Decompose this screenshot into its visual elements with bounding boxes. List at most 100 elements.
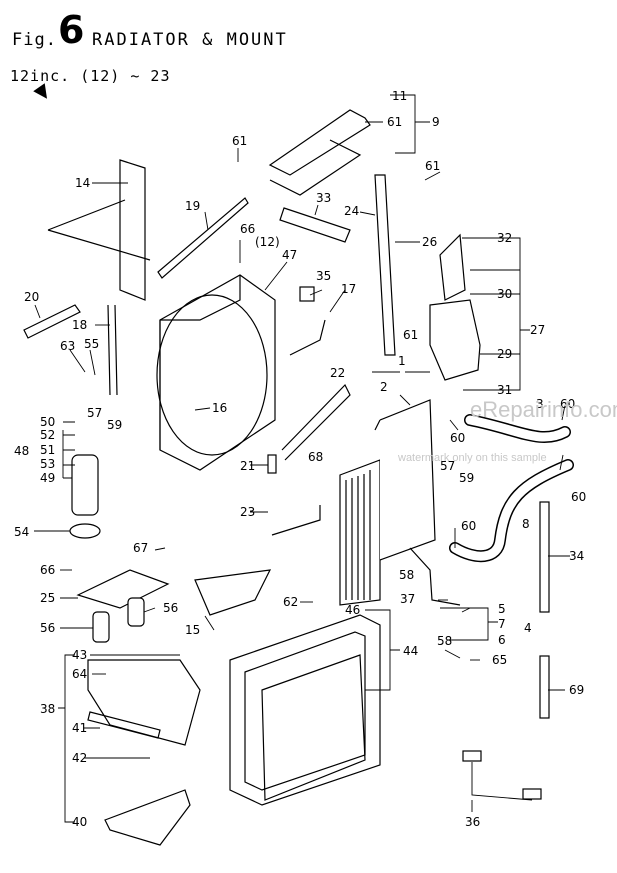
part-label: 47 xyxy=(282,248,297,262)
filter-bracket xyxy=(76,569,170,609)
part-label: 15 xyxy=(185,623,200,637)
part-label: 23 xyxy=(240,505,255,519)
part-label: 31 xyxy=(497,383,512,397)
part-label: 11 xyxy=(392,89,407,103)
rubber-strip-short xyxy=(539,655,550,719)
part-label: 34 xyxy=(569,549,584,563)
part-label: 69 xyxy=(569,683,584,697)
clamp-ring xyxy=(69,523,101,539)
part-label: 65 xyxy=(492,653,507,667)
part-label: 7 xyxy=(498,617,506,631)
part-label: 59 xyxy=(459,471,474,485)
pipe-c xyxy=(107,304,118,396)
radiator-frame xyxy=(229,614,381,806)
part-label: 19 xyxy=(185,199,200,213)
part-label: 61 xyxy=(232,134,247,148)
pipe-d xyxy=(289,319,326,356)
guard-plate xyxy=(194,569,272,616)
part-label: 27 xyxy=(530,323,545,337)
side-panel xyxy=(119,159,146,301)
part-label: 17 xyxy=(341,282,356,296)
figure-prefix: Fig. xyxy=(12,30,57,50)
part-label: 29 xyxy=(497,347,512,361)
part-label: 6 xyxy=(498,633,506,647)
cushion-a xyxy=(462,750,482,762)
seal-strip xyxy=(157,197,249,279)
arrow-down-left-icon xyxy=(33,83,53,103)
part-label: 42 xyxy=(72,751,87,765)
part-label: 35 xyxy=(316,269,331,283)
part-label: 62 xyxy=(283,595,298,609)
part-label: 49 xyxy=(40,471,55,485)
pipe-b xyxy=(271,505,321,536)
part-label: 14 xyxy=(75,176,90,190)
part-label: 50 xyxy=(40,415,55,429)
part-label: 9 xyxy=(432,115,440,129)
part-label: 51 xyxy=(40,443,55,457)
part-label: 57 xyxy=(440,459,455,473)
fuel-filter-b xyxy=(127,597,145,627)
reserve-tank xyxy=(429,233,481,381)
part-label: 60 xyxy=(571,490,586,504)
part-label: 61 xyxy=(425,159,440,173)
part-label: 56 xyxy=(40,621,55,635)
part-label: 61 xyxy=(403,328,418,342)
receiver-drier xyxy=(71,454,99,516)
part-label: 8 xyxy=(522,517,530,531)
part-label: 68 xyxy=(308,450,323,464)
part-label: 20 xyxy=(24,290,39,304)
part-label: 58 xyxy=(399,568,414,582)
figure-title: RADIATOR & MOUNT xyxy=(92,30,288,50)
part-label: 43 xyxy=(72,648,87,662)
part-label: 18 xyxy=(72,318,87,332)
part-label: 60 xyxy=(461,519,476,533)
fan-shroud xyxy=(156,274,276,471)
part-label: 53 xyxy=(40,457,55,471)
part-label: 2 xyxy=(380,380,388,394)
part-label: 52 xyxy=(40,428,55,442)
figure-header: Fig. 6 RADIATOR & MOUNT 12inc. (12) ~ 23 xyxy=(0,0,617,110)
lower-shroud xyxy=(87,659,201,846)
part-label: 66 xyxy=(40,563,55,577)
rubber-strip xyxy=(539,501,550,613)
drain-line xyxy=(409,547,461,606)
part-label: 22 xyxy=(330,366,345,380)
pad-block xyxy=(299,286,315,302)
tank-stay xyxy=(374,174,396,356)
part-label: 54 xyxy=(14,525,29,539)
spacer-block xyxy=(267,454,277,474)
part-label: 66 xyxy=(240,222,255,236)
part-label: 26 xyxy=(422,235,437,249)
radiator-core xyxy=(339,399,436,606)
part-label: (12) xyxy=(255,235,280,249)
part-label: 48 xyxy=(14,444,29,458)
part-label: 40 xyxy=(72,815,87,829)
part-label: 64 xyxy=(72,667,87,681)
figure-number: 6 xyxy=(58,8,85,52)
pipe-a xyxy=(281,383,351,461)
part-number-labels: 11 61 9 61 61 14 19 33 24 66 (12) 26 47 … xyxy=(14,89,586,829)
part-label: 25 xyxy=(40,591,55,605)
fuel-filter xyxy=(92,611,110,643)
part-label: 60 xyxy=(560,397,575,411)
part-label: 33 xyxy=(316,191,331,205)
serial-range: 12inc. (12) ~ 23 xyxy=(10,67,171,85)
part-label: 44 xyxy=(403,644,418,658)
upper-stay xyxy=(268,109,371,176)
part-label: 63 xyxy=(60,339,75,353)
part-label: 46 xyxy=(345,603,360,617)
part-label: 1 xyxy=(398,354,406,368)
part-label: 58 xyxy=(437,634,452,648)
part-label: 16 xyxy=(212,401,227,415)
cushion-b xyxy=(522,788,542,800)
part-label: 3 xyxy=(536,397,544,411)
part-label: 24 xyxy=(344,204,359,218)
part-label: 36 xyxy=(465,815,480,829)
part-label: 38 xyxy=(40,702,55,716)
rubber-block xyxy=(279,207,351,243)
part-label: 32 xyxy=(497,231,512,245)
part-label: 21 xyxy=(240,459,255,473)
part-label: 57 xyxy=(87,406,102,420)
part-label: 5 xyxy=(498,602,506,616)
